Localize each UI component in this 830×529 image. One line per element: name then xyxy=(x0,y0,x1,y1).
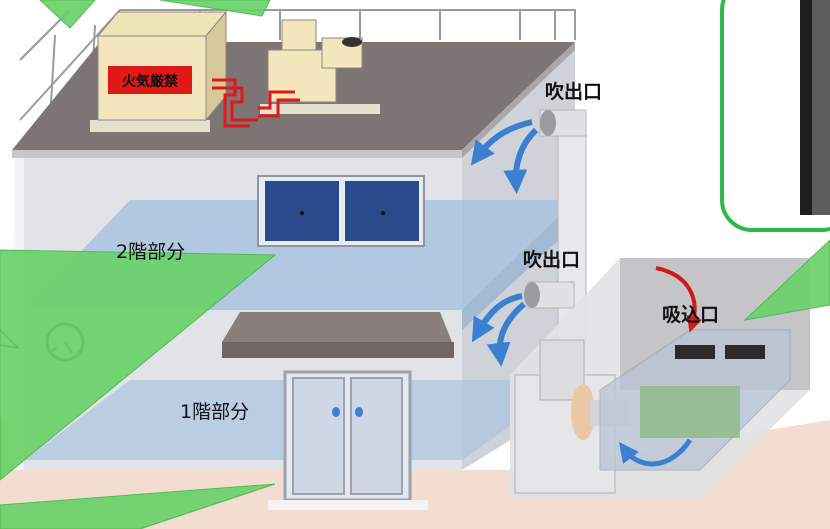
entrance-doors xyxy=(268,370,428,510)
intake-arrow-icon xyxy=(655,266,703,333)
upper-outlet-flow-arrows xyxy=(470,119,539,194)
second-floor-label: 2階部分 xyxy=(116,241,185,263)
roof-side xyxy=(462,42,575,158)
lower-outlet-flow-arrows xyxy=(471,293,526,367)
roof-edge xyxy=(12,150,462,158)
first-floor-label: 1階部分 xyxy=(180,401,249,423)
upper-outlet-label: 吹出口 xyxy=(545,80,602,103)
second-floor-window xyxy=(257,175,425,247)
rooftop-generator xyxy=(260,19,380,114)
inlet-label: 吸込口 xyxy=(662,304,719,326)
lower-outlet-label: 吹出口 xyxy=(523,248,580,271)
ventilation-unit-enclosure xyxy=(510,258,810,498)
internal-flow-arrow-icon xyxy=(618,438,693,467)
photo-inset-frame xyxy=(720,0,830,232)
fire-warning-text: 火気厳禁 xyxy=(122,73,178,90)
fuel-pipes xyxy=(212,78,300,128)
fire-warning-sign xyxy=(108,66,192,94)
entrance-canopy xyxy=(222,312,452,342)
